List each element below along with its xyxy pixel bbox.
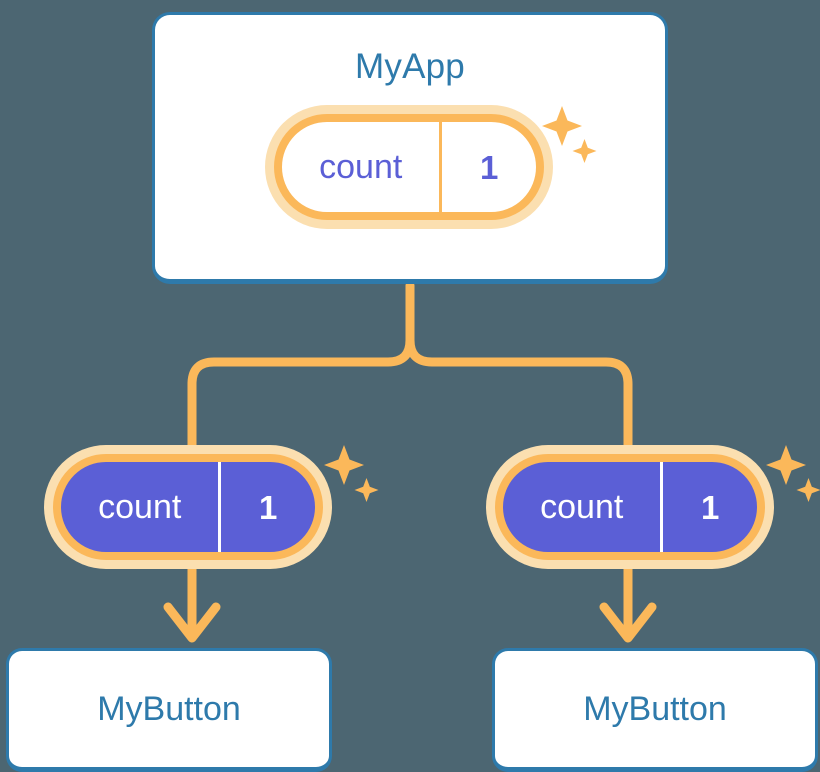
state-key: count xyxy=(98,488,182,526)
state-pill-left-wrapper: count 1 xyxy=(44,445,332,569)
state-value: 1 xyxy=(660,462,757,552)
state-pill-right-wrapper: count 1 xyxy=(486,445,774,569)
page-title: MyApp xyxy=(355,47,465,86)
connector-branch-right xyxy=(405,281,633,473)
state-pill-left-inner: count 1 xyxy=(53,454,323,560)
arrow-left xyxy=(163,561,221,643)
state-key: count xyxy=(540,488,624,526)
arrow-right xyxy=(599,561,657,643)
state-value: 1 xyxy=(218,462,315,552)
connector-branch-left xyxy=(187,281,415,473)
state-pill-right[interactable]: count 1 xyxy=(486,445,774,569)
component-label: MyButton xyxy=(97,690,241,728)
state-pill-root[interactable]: count 1 xyxy=(265,105,553,229)
state-value: 1 xyxy=(439,122,536,212)
state-pill-left[interactable]: count 1 xyxy=(44,445,332,569)
state-key: count xyxy=(319,148,403,186)
component-label: MyButton xyxy=(583,690,727,728)
state-pill-right-inner: count 1 xyxy=(495,454,765,560)
component-card-mybutton-right[interactable]: MyButton xyxy=(492,648,818,772)
state-pill-root-wrapper: count 1 xyxy=(265,105,553,229)
state-pill-root-inner: count 1 xyxy=(274,114,544,220)
component-card-mybutton-left[interactable]: MyButton xyxy=(6,648,332,772)
